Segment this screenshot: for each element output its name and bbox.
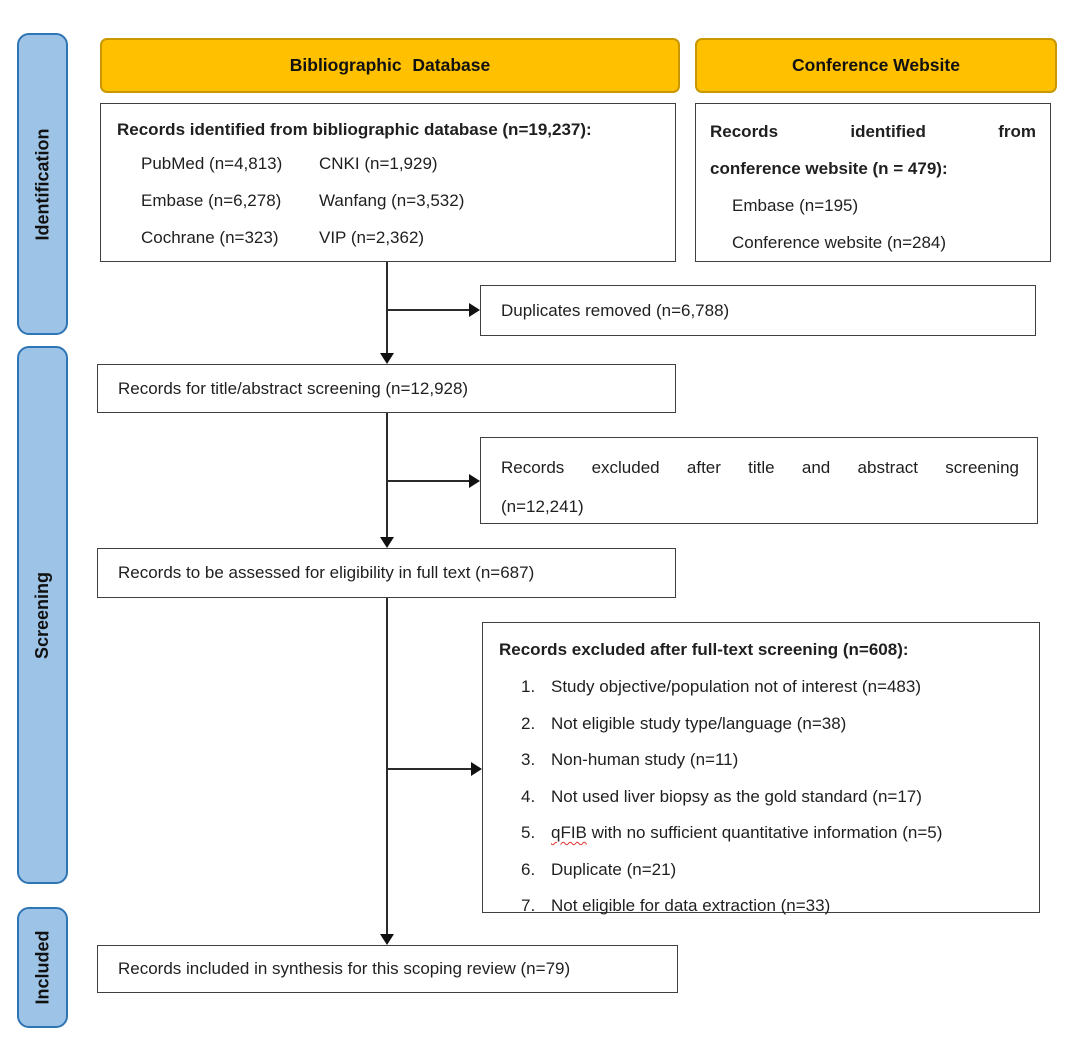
arrowhead-into-title-abstract <box>380 353 394 364</box>
item-text: Not eligible for data extraction (n=33) <box>551 896 831 915</box>
arrowhead-into-excluded-fulltext <box>471 762 482 776</box>
header-conference-website: Conference Website <box>695 38 1057 93</box>
box-excluded-title-abstract: Records excluded after title and abstrac… <box>480 437 1038 524</box>
item-number: 2. <box>521 713 536 733</box>
source-count-left: Cochrane (n=323) <box>141 228 279 247</box>
stage-identification-label: Identification <box>32 128 52 240</box>
item-number: 6. <box>521 859 536 879</box>
conference-source-item: Conference website (n=284) <box>732 233 947 252</box>
conference-records-title-line2: conference website (n = 479): <box>710 159 948 178</box>
arrowhead-into-assessed <box>380 537 394 548</box>
arrowhead-into-duplicates <box>469 303 480 317</box>
item-text: Duplicate (n=21) <box>551 859 677 879</box>
bibliographic-source-row: PubMed (n=4,813) CNKI (n=1,929) <box>141 145 661 182</box>
item-text: Non-human study (n=11) <box>551 750 739 769</box>
included-synthesis-label: Records included in synthesis for this s… <box>118 959 571 978</box>
box-excluded-fulltext: Records excluded after full-text screeni… <box>482 622 1040 915</box>
header-conference-website-label: Conference Website <box>792 55 960 75</box>
title-abstract-screening-label: Records for title/abstract screening (n=… <box>118 378 469 398</box>
excluded-title-line2: (n=12,241) <box>501 497 584 516</box>
stage-screening: Screening <box>17 346 68 884</box>
excluded-fulltext-item: 6. Duplicate (n=21) <box>521 852 1025 889</box>
stage-screening-label: Screening <box>32 571 52 659</box>
stage-included-label: Included <box>32 930 53 1005</box>
item-text: Not used liver biopsy as the gold standa… <box>551 786 922 806</box>
item-text: Study objective/population not of intere… <box>551 677 921 696</box>
arrowhead-into-excluded-title <box>469 474 480 488</box>
excluded-fulltext-item: 1. Study objective/population not of int… <box>521 669 1025 706</box>
box-assessed-full-text: Records to be assessed for eligibility i… <box>97 548 676 598</box>
excluded-fulltext-item: 3. Non-human study (n=11) <box>521 742 1025 779</box>
bibliographic-source-row: Cochrane (n=323) VIP (n=2,362) <box>141 219 661 256</box>
excluded-fulltext-item: 7. Not eligible for data extraction (n=3… <box>521 888 1025 925</box>
connector-to-excluded-title <box>387 480 470 482</box>
source-count-left: PubMed (n=4,813) <box>141 154 283 173</box>
connector-to-excluded-fulltext <box>387 768 472 770</box>
excluded-fulltext-item: 4. Not used liver biopsy as the gold sta… <box>521 779 1025 816</box>
box-included-synthesis: Records included in synthesis for this s… <box>97 945 678 993</box>
bibliographic-source-row: Embase (n=6,278) Wanfang (n=3,532) <box>141 182 661 219</box>
stage-identification: Identification <box>17 33 68 335</box>
bibliographic-records-title: Records identified from bibliographic da… <box>117 120 592 139</box>
source-count-right: Wanfang (n=3,532) <box>319 191 465 210</box>
item-number: 7. <box>521 896 536 915</box>
arrowhead-into-included <box>380 934 394 945</box>
source-count-left: Embase (n=6,278) <box>141 191 282 210</box>
item-text: Not eligible study type/language (n=38) <box>551 713 847 733</box>
connector-to-duplicates <box>387 309 470 311</box>
duplicates-removed-label: Duplicates removed (n=6,788) <box>501 300 730 320</box>
spellcheck-underline: qFIB <box>551 823 587 842</box>
excluded-fulltext-title: Records excluded after full-text screeni… <box>499 640 909 659</box>
conference-records-title-line1: Records identified from <box>710 122 1036 141</box>
source-count-right: VIP (n=2,362) <box>319 228 425 247</box>
item-text: qFIB with no sufficient quantitative inf… <box>551 823 943 842</box>
excluded-fulltext-item: 2. Not eligible study type/language (n=3… <box>521 706 1025 743</box>
box-bibliographic-records: Records identified from bibliographic da… <box>100 103 676 262</box>
box-title-abstract-screening: Records for title/abstract screening (n=… <box>97 364 676 413</box>
item-number: 5. <box>521 823 536 842</box>
excluded-fulltext-list: 1. Study objective/population not of int… <box>499 669 1025 925</box>
item-number: 1. <box>521 677 536 696</box>
connector-screening-down-2 <box>386 598 388 935</box>
source-count-right: CNKI (n=1,929) <box>319 154 438 173</box>
connector-identification-down <box>386 262 388 354</box>
item-number: 4. <box>521 786 536 806</box>
conference-source-item: Embase (n=195) <box>732 196 859 215</box>
box-conference-records: Records identified from conference websi… <box>695 103 1051 262</box>
header-bibliographic-database: Bibliographic Database <box>100 38 680 93</box>
excluded-fulltext-item: 5. qFIB with no sufficient quantitative … <box>521 815 1025 852</box>
connector-screening-down-1 <box>386 413 388 538</box>
excluded-title-line1: Records excluded after title and abstrac… <box>501 458 1019 477</box>
item-number: 3. <box>521 750 536 769</box>
header-bibliographic-database-label: Bibliographic Database <box>289 55 491 75</box>
assessed-full-text-label: Records to be assessed for eligibility i… <box>118 563 535 582</box>
box-duplicates-removed: Duplicates removed (n=6,788) <box>480 285 1036 336</box>
stage-included: Included <box>17 907 68 1028</box>
